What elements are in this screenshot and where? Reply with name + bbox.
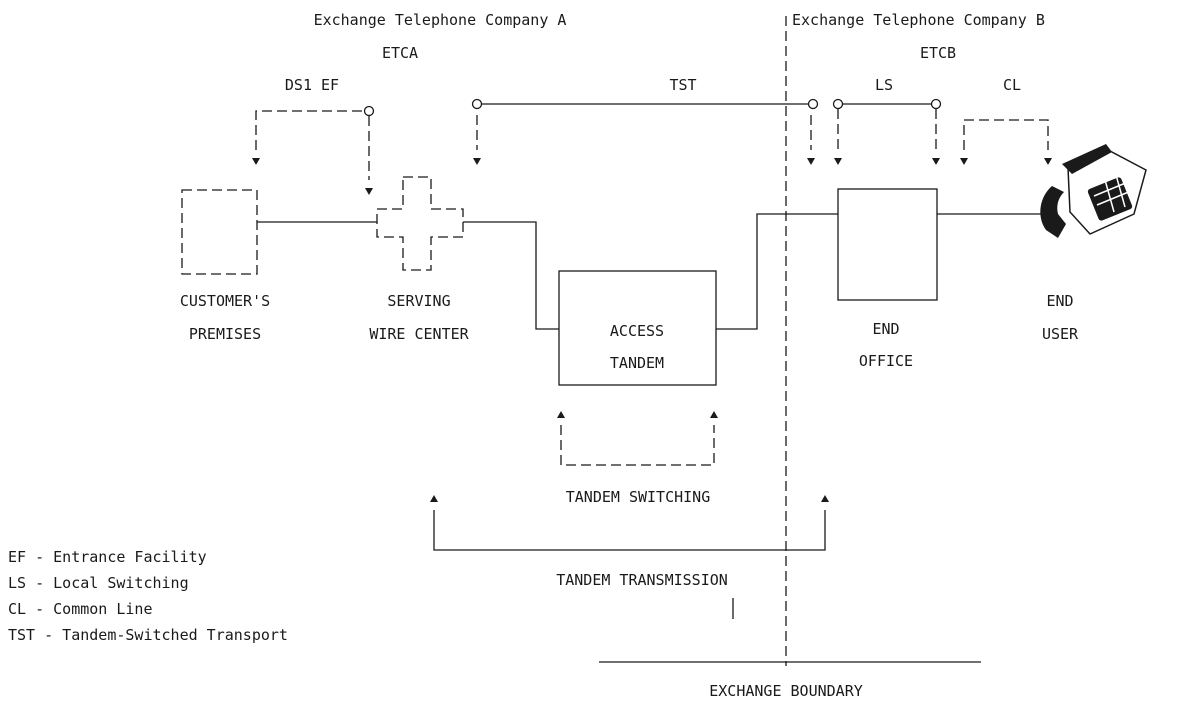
legend: EF - Entrance Facility LS - Local Switch… [8, 548, 288, 644]
legend-item-ef: EF - Entrance Facility [8, 548, 207, 566]
customer-premises-box [182, 190, 257, 274]
company-a-abbr: ETCA [382, 44, 418, 62]
company-b-name: Exchange Telephone Company B [792, 11, 1045, 29]
tst-arrow-wire-center [473, 158, 481, 165]
tst-start-node [473, 100, 482, 109]
customer-premises-label-line1: CUSTOMER'S [180, 292, 270, 310]
tst-end-node [809, 100, 818, 109]
ls-arrow-right [932, 158, 940, 165]
tandem-transmission-arrow-left [430, 495, 438, 502]
link-wire-center-to-tandem [463, 222, 559, 329]
cl-bracket [960, 120, 1052, 165]
ds1-ef-endpoint-node [365, 107, 374, 116]
serving-wire-center-shape [377, 177, 463, 270]
tst-bracket [473, 100, 818, 166]
exchange-boundary-label: EXCHANGE BOUNDARY [709, 682, 863, 700]
ds1-ef-bracket [252, 107, 374, 196]
tst-arrow-end-office [807, 158, 815, 165]
ls-bracket [834, 100, 941, 166]
ds1-ef-arrow-wire-center [365, 188, 373, 195]
company-b-abbr: ETCB [920, 44, 956, 62]
segment-label-tst: TST [669, 76, 696, 94]
telephone-icon [1040, 144, 1146, 238]
tandem-switching-arrow-left [557, 411, 565, 418]
cl-arrow-left [960, 158, 968, 165]
ds1-ef-arrow-customer [252, 158, 260, 165]
tandem-transmission-arrow-right [821, 495, 829, 502]
end-user-label-line2: USER [1042, 325, 1079, 343]
tandem-switching-bracket [557, 411, 718, 465]
segment-label-cl: CL [1003, 76, 1021, 94]
serving-wire-center-label-line1: SERVING [387, 292, 450, 310]
legend-item-ls: LS - Local Switching [8, 574, 189, 592]
segment-label-ls: LS [875, 76, 893, 94]
customer-premises-label-line2: PREMISES [189, 325, 261, 343]
end-office-label-line2: OFFICE [859, 352, 913, 370]
serving-wire-center-label-line2: WIRE CENTER [369, 325, 469, 343]
legend-item-cl: CL - Common Line [8, 600, 153, 618]
tandem-switching-label: TANDEM SWITCHING [566, 488, 711, 506]
tandem-switching-arrow-right [710, 411, 718, 418]
ls-arrow-left [834, 158, 842, 165]
access-tandem-label-line1: ACCESS [610, 322, 664, 340]
company-a-name: Exchange Telephone Company A [314, 11, 567, 29]
end-user-label-line1: END [1046, 292, 1073, 310]
segment-label-ds1-ef: DS1 EF [285, 76, 339, 94]
ls-end-node [932, 100, 941, 109]
ls-start-node [834, 100, 843, 109]
link-tandem-to-end-office [716, 214, 838, 329]
end-office-label-line1: END [872, 320, 899, 338]
cl-arrow-right [1044, 158, 1052, 165]
end-office-box [838, 189, 937, 300]
legend-item-tst: TST - Tandem-Switched Transport [8, 626, 288, 644]
access-tandem-label-line2: TANDEM [610, 354, 664, 372]
tandem-transmission-label: TANDEM TRANSMISSION [556, 571, 728, 589]
